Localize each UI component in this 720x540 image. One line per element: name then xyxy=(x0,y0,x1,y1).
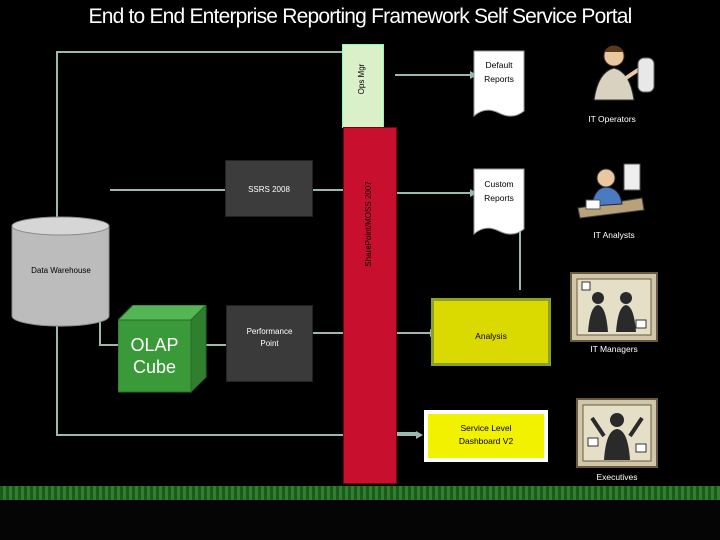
default-reports-document xyxy=(473,50,525,118)
it-operators-label: IT Operators xyxy=(588,114,636,124)
performance-label-line2: Point xyxy=(260,339,279,348)
sharepoint-label: SharePoint/MOSS 2007 xyxy=(364,181,373,267)
custom-label-line1: Custom xyxy=(484,179,514,189)
default-label-line2: Reports xyxy=(484,74,514,84)
olap-label-line1: OLAP xyxy=(130,335,179,355)
analysis-box: Analysis xyxy=(431,298,551,366)
data-warehouse-cylinder xyxy=(11,216,110,327)
custom-label-line2: Reports xyxy=(484,193,514,203)
footer-shadow xyxy=(0,500,720,540)
ops-mgr-label: Ops Mgr xyxy=(357,63,366,95)
ops-mgr-box: Ops Mgr xyxy=(342,44,384,128)
performance-point-box: Performance Point xyxy=(226,305,313,382)
page-title: End to End Enterprise Reporting Framewor… xyxy=(88,5,633,28)
olap-cube xyxy=(118,305,207,393)
service-level-dashboard-box: Service Level Dashboard V2 xyxy=(424,410,548,462)
analyst-person-icon xyxy=(576,158,646,220)
footer-band xyxy=(0,486,720,500)
executive-person-icon xyxy=(576,398,658,468)
dashboard-label-line2: Dashboard V2 xyxy=(458,436,514,446)
data-warehouse-label: Data Warehouse xyxy=(31,266,91,275)
operator-person-icon xyxy=(586,38,660,104)
olap-cube-label: OLAP Cube xyxy=(118,334,191,378)
default-label-line1: Default xyxy=(485,60,513,70)
performance-point-label: Performance Point xyxy=(227,326,312,350)
analysis-label: Analysis xyxy=(475,331,507,341)
dashboard-label: Service Level Dashboard V2 xyxy=(428,422,544,448)
ssrs-label: SSRS 2008 xyxy=(248,185,290,194)
custom-reports-label: Custom Reports xyxy=(473,177,525,205)
it-analysts-label: IT Analysts xyxy=(593,230,635,240)
dashboard-label-line1: Service Level xyxy=(460,423,512,433)
managers-group-icon xyxy=(570,272,658,342)
default-reports-label: Default Reports xyxy=(473,58,525,86)
ssrs-box: SSRS 2008 xyxy=(225,160,313,217)
olap-label-line2: Cube xyxy=(132,357,177,377)
custom-reports-document xyxy=(473,168,525,236)
performance-label-line1: Performance xyxy=(246,327,293,336)
it-managers-label: IT Managers xyxy=(590,344,638,354)
sharepoint-column: SharePoint/MOSS 2007 xyxy=(343,127,397,484)
executives-label: Executives xyxy=(596,472,638,482)
